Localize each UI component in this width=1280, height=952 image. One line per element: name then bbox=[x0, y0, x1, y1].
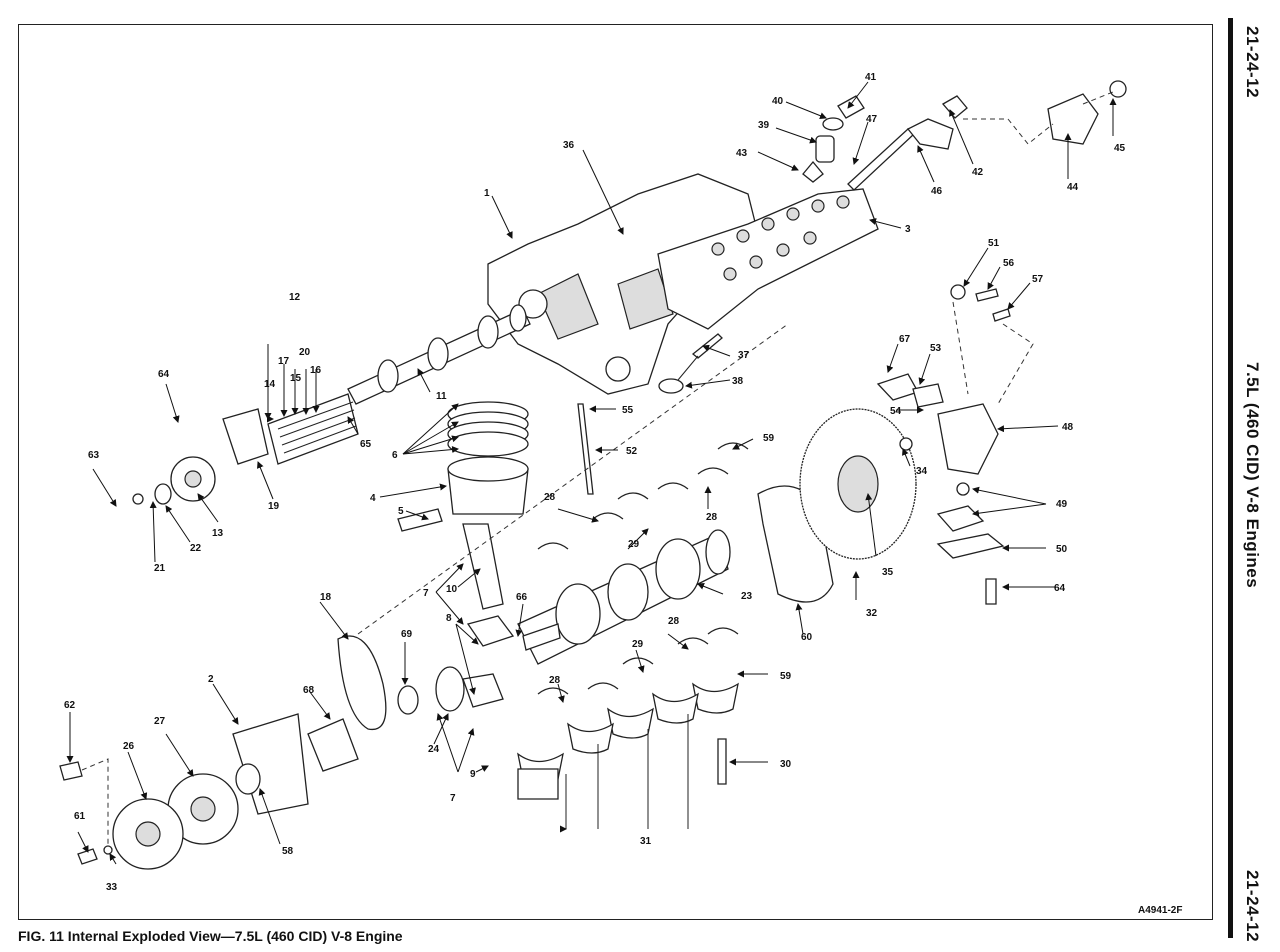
pushrod bbox=[577, 403, 594, 495]
piston-assembly bbox=[397, 401, 529, 708]
callout-28c: 28 bbox=[668, 616, 680, 627]
callout-34: 34 bbox=[916, 466, 928, 477]
callout-44: 44 bbox=[1067, 182, 1079, 193]
callout-60: 60 bbox=[801, 632, 813, 643]
callout-2: 2 bbox=[208, 674, 214, 685]
page-number-bottom: 21-24-12 bbox=[1243, 870, 1262, 943]
bearings-caps bbox=[517, 442, 749, 829]
callout-20: 20 bbox=[299, 347, 311, 358]
callout-15: 15 bbox=[290, 373, 302, 384]
callout-22: 22 bbox=[190, 543, 202, 554]
callout-18: 18 bbox=[320, 592, 332, 603]
callout-28a: 28 bbox=[544, 492, 556, 503]
callout-24: 24 bbox=[428, 744, 440, 755]
callout-57: 57 bbox=[1032, 274, 1044, 285]
callout-32: 32 bbox=[866, 608, 878, 619]
callout-7a: 7 bbox=[423, 588, 429, 599]
timing-components bbox=[59, 393, 465, 870]
diagram-frame bbox=[18, 24, 1213, 920]
page-number-top: 21-24-12 bbox=[1243, 26, 1262, 99]
callout-49: 49 bbox=[1056, 499, 1068, 510]
callout-69: 69 bbox=[401, 629, 413, 640]
callout-53: 53 bbox=[930, 343, 942, 354]
callout-6: 6 bbox=[392, 450, 398, 461]
callout-43: 43 bbox=[736, 148, 748, 159]
callout-66: 66 bbox=[516, 592, 528, 603]
cylinder-head bbox=[657, 188, 879, 330]
callout-46: 46 bbox=[931, 186, 943, 197]
callout-54: 54 bbox=[890, 406, 902, 417]
callout-55: 55 bbox=[622, 405, 634, 416]
callout-56: 56 bbox=[1003, 258, 1015, 269]
callout-58: 58 bbox=[282, 846, 294, 857]
leader-lines bbox=[66, 81, 1117, 865]
flywheel bbox=[757, 408, 917, 603]
figure-id: A4941-2F bbox=[1138, 905, 1183, 916]
callout-68: 68 bbox=[303, 685, 315, 696]
page-edge-bar bbox=[1228, 18, 1233, 938]
callout-14: 14 bbox=[264, 379, 276, 390]
callout-62: 62 bbox=[64, 700, 76, 711]
callout-65: 65 bbox=[360, 439, 372, 450]
callout-5: 5 bbox=[398, 506, 404, 517]
callout-30: 30 bbox=[780, 759, 792, 770]
callout-39: 39 bbox=[758, 120, 770, 131]
callout-50: 50 bbox=[1056, 544, 1068, 555]
callout-48: 48 bbox=[1062, 422, 1074, 433]
callout-1: 1 bbox=[484, 188, 490, 199]
callout-45: 45 bbox=[1114, 143, 1126, 154]
valve bbox=[658, 333, 723, 394]
callout-33: 33 bbox=[106, 882, 118, 893]
callout-64b: 64 bbox=[1054, 583, 1066, 594]
callout-64a: 64 bbox=[158, 369, 170, 380]
callout-21: 21 bbox=[154, 563, 166, 574]
callout-labels: 1 2 3 4 5 6 7 7 8 9 10 11 12 13 14 15 16… bbox=[64, 72, 1126, 893]
section-title: 7.5L (460 CID) V-8 Engines bbox=[1243, 362, 1262, 589]
callout-38: 38 bbox=[732, 376, 744, 387]
callout-29b: 29 bbox=[632, 639, 644, 650]
callout-11: 11 bbox=[436, 391, 447, 402]
callout-16: 16 bbox=[310, 365, 322, 376]
callout-36: 36 bbox=[563, 140, 575, 151]
exploded-view-drawing: 1 2 3 4 5 6 7 7 8 9 10 11 12 13 14 15 16… bbox=[59, 72, 1127, 893]
callout-59b: 59 bbox=[780, 671, 792, 682]
callout-61: 61 bbox=[74, 811, 86, 822]
callout-28b: 28 bbox=[706, 512, 718, 523]
callout-8: 8 bbox=[446, 613, 452, 624]
callout-26: 26 bbox=[123, 741, 135, 752]
callout-29a: 29 bbox=[628, 539, 640, 550]
callout-3: 3 bbox=[905, 224, 911, 235]
engine-block bbox=[487, 173, 764, 395]
callout-9: 9 bbox=[470, 769, 476, 780]
callout-12: 12 bbox=[289, 292, 301, 303]
callout-59a: 59 bbox=[763, 433, 775, 444]
valve-train bbox=[802, 80, 1127, 191]
callout-4: 4 bbox=[370, 493, 376, 504]
callout-41: 41 bbox=[865, 72, 877, 83]
callout-10: 10 bbox=[446, 584, 458, 595]
callout-63: 63 bbox=[88, 450, 100, 461]
callout-42: 42 bbox=[972, 167, 984, 178]
callout-19: 19 bbox=[268, 501, 280, 512]
callout-52: 52 bbox=[626, 446, 638, 457]
callout-47: 47 bbox=[866, 114, 878, 125]
crankshaft bbox=[517, 529, 731, 665]
camshaft bbox=[347, 304, 531, 405]
callout-17: 17 bbox=[278, 356, 290, 367]
callout-67: 67 bbox=[899, 334, 911, 345]
callout-28d: 28 bbox=[549, 675, 561, 686]
callout-31: 31 bbox=[640, 836, 652, 847]
callout-27: 27 bbox=[154, 716, 166, 727]
callout-13: 13 bbox=[212, 528, 224, 539]
callout-51: 51 bbox=[988, 238, 1000, 249]
callout-40: 40 bbox=[772, 96, 784, 107]
callout-23: 23 bbox=[741, 591, 753, 602]
figure-caption: FIG. 11 Internal Exploded View—7.5L (460… bbox=[18, 928, 403, 944]
callout-37: 37 bbox=[738, 350, 750, 361]
callout-7b: 7 bbox=[450, 793, 456, 804]
callout-35: 35 bbox=[882, 567, 894, 578]
